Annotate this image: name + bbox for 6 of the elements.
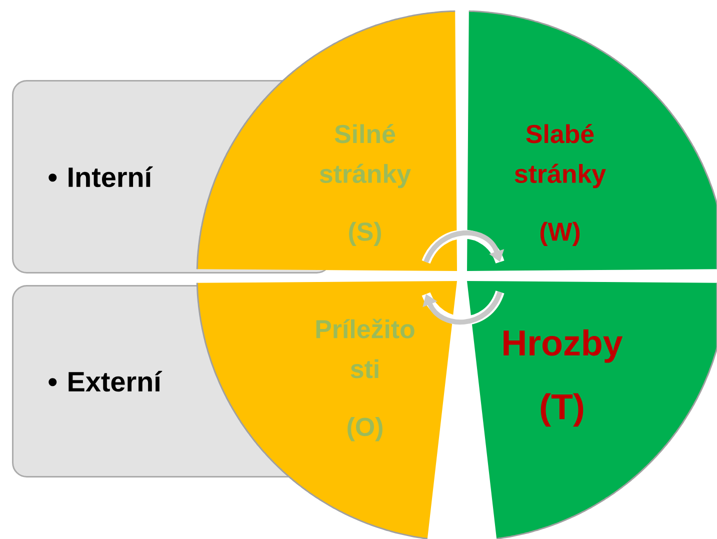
quadrant: Slabé stránky (W) bbox=[467, 10, 717, 271]
quadrant: Príležito sti (O) bbox=[196, 281, 457, 539]
quadrant: Hrozby (T) bbox=[467, 281, 717, 539]
curved-arrow bbox=[422, 290, 504, 326]
quadrant: Silné stránky (S) bbox=[196, 10, 457, 271]
curved-arrow bbox=[422, 230, 504, 264]
